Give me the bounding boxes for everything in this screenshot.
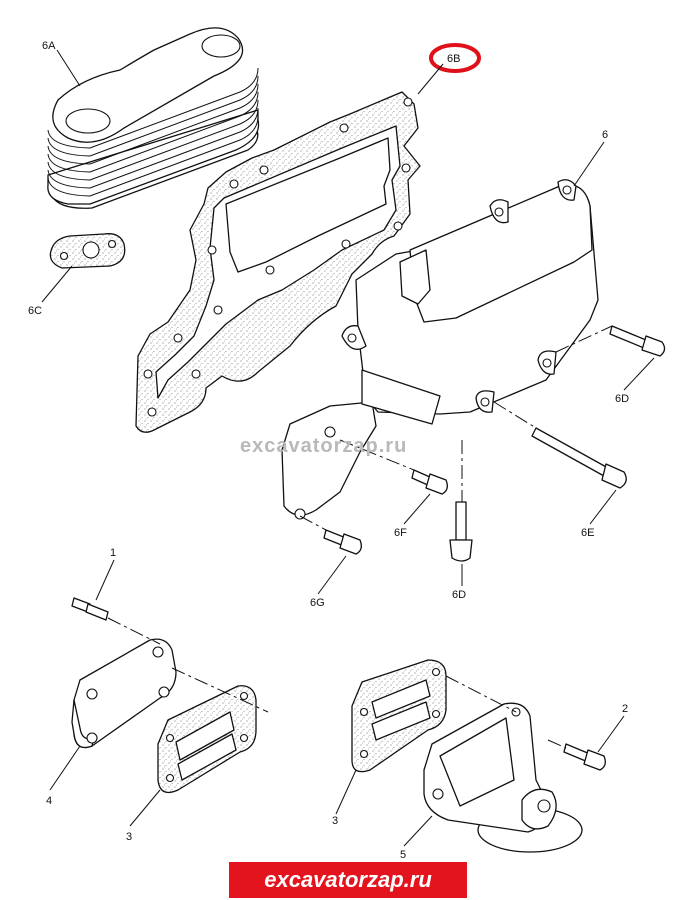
gasket-6B [135, 91, 421, 433]
cooler-plates [47, 67, 260, 205]
assembly-centerlines [107, 325, 613, 749]
bolt-6G [323, 529, 362, 555]
watermark-text: excavatorzap.ru [240, 435, 407, 457]
callout-6G: 6G [310, 597, 325, 609]
callout-2: 2 [622, 703, 628, 715]
cooler-port-right [201, 34, 241, 58]
site-banner[interactable]: excavatorzap.ru [229, 862, 467, 898]
callout-6B: 6B [447, 53, 460, 65]
oil-filter-base-5 [423, 702, 583, 853]
callout-3-left: 3 [126, 831, 132, 843]
callout-6D-bottom: 6D [452, 589, 466, 601]
bolt-1 [71, 597, 109, 621]
callout-6A: 6A [42, 40, 56, 52]
bolt-6F [411, 469, 448, 495]
gasket-6C [49, 233, 126, 269]
oil-cooler-housing-6 [281, 179, 599, 520]
oil-cooler-core-6A [47, 27, 260, 209]
cover-plate-4 [71, 638, 177, 749]
callout-6E: 6E [581, 527, 594, 539]
highlight-ring-6B [429, 43, 481, 73]
callout-3-right: 3 [332, 815, 338, 827]
cooler-port-left [65, 108, 111, 134]
bolt-6E [531, 427, 627, 489]
bolt-6D-top [609, 325, 666, 357]
gasket-3-left [157, 685, 257, 794]
leader-lines [41, 49, 655, 847]
callout-6: 6 [602, 129, 608, 141]
bolt-2 [563, 743, 606, 771]
bolt-6D-bottom [449, 501, 473, 562]
callout-1: 1 [110, 547, 116, 559]
callout-6F: 6F [394, 527, 407, 539]
callout-4: 4 [46, 795, 52, 807]
gasket-3-right [351, 659, 447, 773]
callout-6C: 6C [28, 305, 42, 317]
callout-5: 5 [400, 849, 406, 861]
callout-6D-top: 6D [615, 393, 629, 405]
